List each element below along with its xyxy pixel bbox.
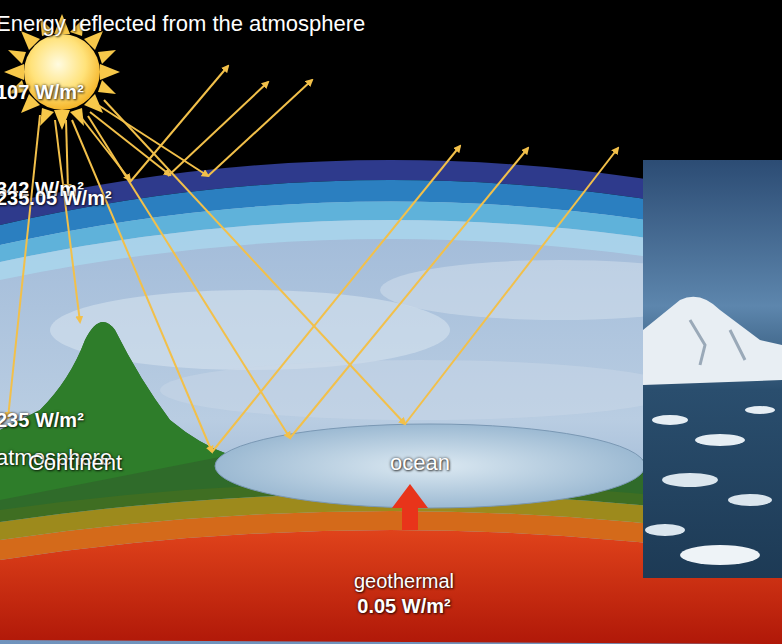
flux-value: 235 W/m² <box>0 408 778 433</box>
flux-value: 342 W/m² <box>0 177 778 202</box>
region-name: ocean <box>390 449 450 477</box>
flux-value: 107 W/m² <box>0 80 778 105</box>
flux-value: 235.05 W/m² <box>0 186 778 211</box>
ocean-region: ocean <box>390 449 450 477</box>
region-name: Continent <box>28 449 122 477</box>
reflected-caption: Energy reflected from the atmosphere <box>0 10 778 38</box>
region-name: geothermal <box>354 569 454 594</box>
continent-region: Continent <box>28 449 122 477</box>
geothermal-band: geothermal0.05 W/m² <box>354 569 454 619</box>
flux-value: 0.05 W/m² <box>357 594 450 619</box>
